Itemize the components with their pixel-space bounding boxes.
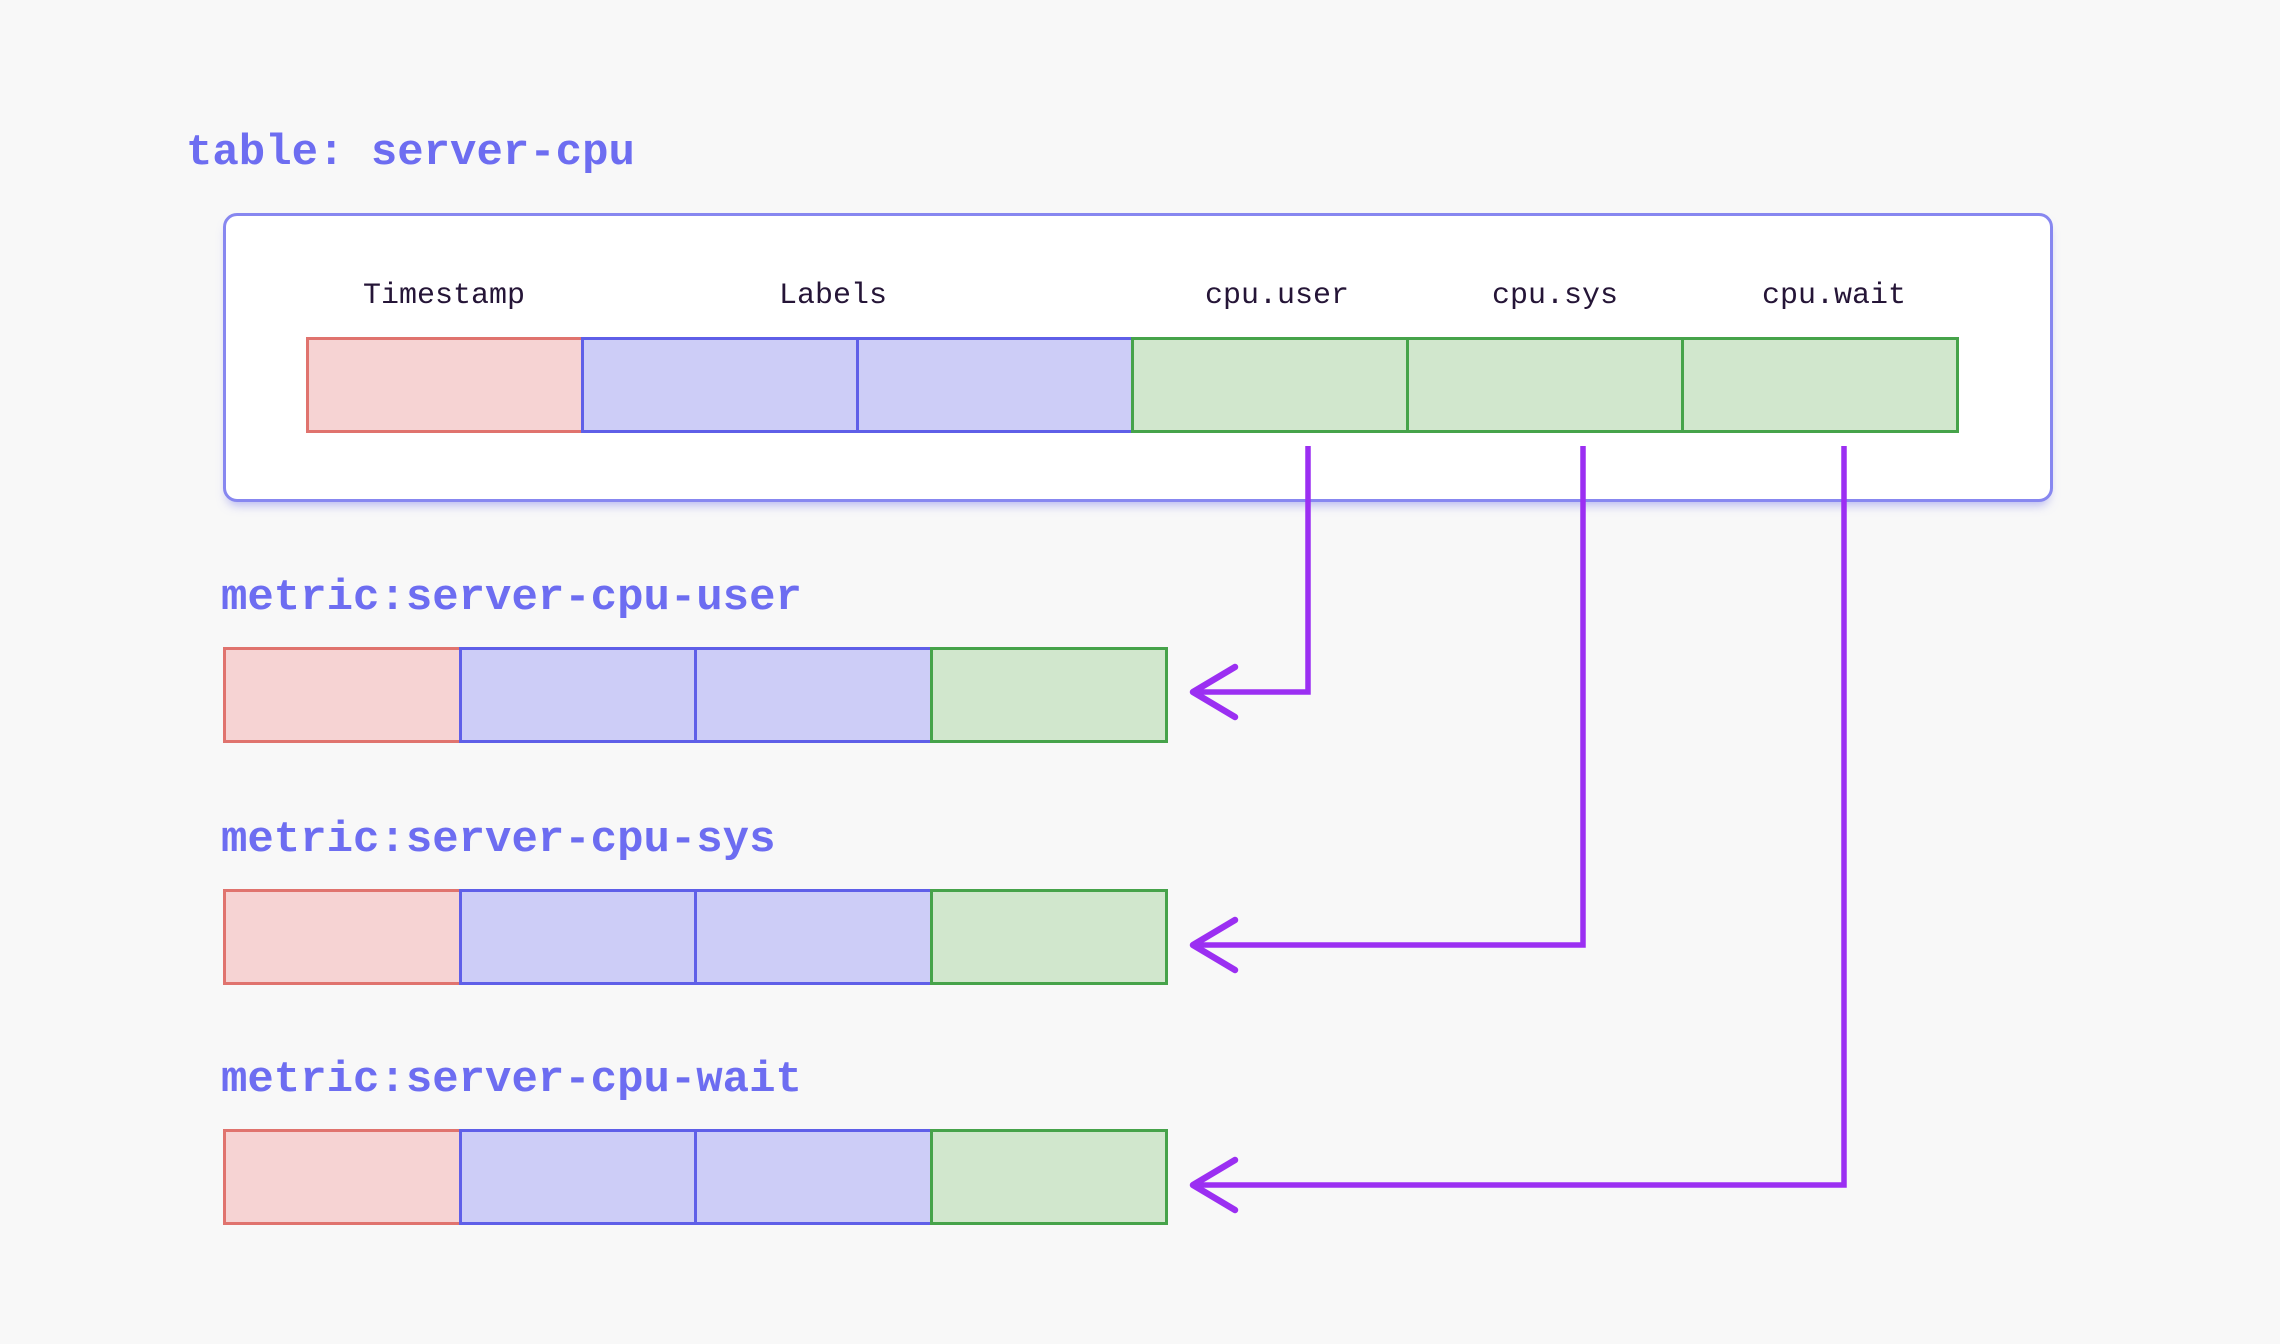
metric-metric-server-cpu-sys-cell-label xyxy=(458,889,697,985)
metric-title-metric-server-cpu-wait: metric:server-cpu-wait xyxy=(221,1055,802,1105)
metric-metric-server-cpu-wait-cell-field xyxy=(929,1129,1168,1225)
metric-metric-server-cpu-wait-row xyxy=(223,1129,1168,1225)
metric-metric-server-cpu-user-cell-field xyxy=(929,647,1168,743)
table-cell-label xyxy=(581,337,859,433)
table-cell-timestamp xyxy=(306,337,584,433)
column-header-cpu-sys: cpu.sys xyxy=(1491,279,1619,313)
metric-metric-server-cpu-sys-cell-field xyxy=(929,889,1168,985)
table-cell-field xyxy=(1131,337,1409,433)
table-cell-field xyxy=(1406,337,1684,433)
table-cell-label xyxy=(856,337,1134,433)
metric-metric-server-cpu-wait-cell-timestamp xyxy=(223,1129,462,1225)
metric-metric-server-cpu-user-cell-label xyxy=(694,647,933,743)
metric-metric-server-cpu-user-row xyxy=(223,647,1168,743)
table-row xyxy=(306,337,1959,433)
arrow-cpu-wait-to-metric xyxy=(1189,446,1847,1214)
metric-metric-server-cpu-wait-cell-label xyxy=(694,1129,933,1225)
metric-metric-server-cpu-sys-cell-label xyxy=(694,889,933,985)
table-cell-field xyxy=(1681,337,1959,433)
table-title: table: server-cpu xyxy=(186,128,635,178)
column-header-cpu-wait: cpu.wait xyxy=(1761,279,1907,313)
metric-title-metric-server-cpu-user: metric:server-cpu-user xyxy=(221,573,802,623)
metric-metric-server-cpu-user-cell-timestamp xyxy=(223,647,462,743)
arrowhead-icon xyxy=(1189,1156,1239,1214)
metric-metric-server-cpu-user-cell-label xyxy=(458,647,697,743)
metric-title-metric-server-cpu-sys: metric:server-cpu-sys xyxy=(221,815,776,865)
metric-metric-server-cpu-sys-cell-timestamp xyxy=(223,889,462,985)
arrow-line xyxy=(1199,446,1586,948)
arrowhead-icon xyxy=(1189,916,1239,974)
arrow-cpu-sys-to-metric xyxy=(1189,446,1586,974)
column-header-timestamp: Timestamp xyxy=(362,279,526,313)
column-header-labels: Labels xyxy=(778,279,888,313)
metric-metric-server-cpu-wait-cell-label xyxy=(458,1129,697,1225)
arrow-line xyxy=(1199,446,1847,1188)
column-header-cpu-user: cpu.user xyxy=(1204,279,1350,313)
metric-metric-server-cpu-sys-row xyxy=(223,889,1168,985)
arrowhead-icon xyxy=(1189,663,1239,721)
